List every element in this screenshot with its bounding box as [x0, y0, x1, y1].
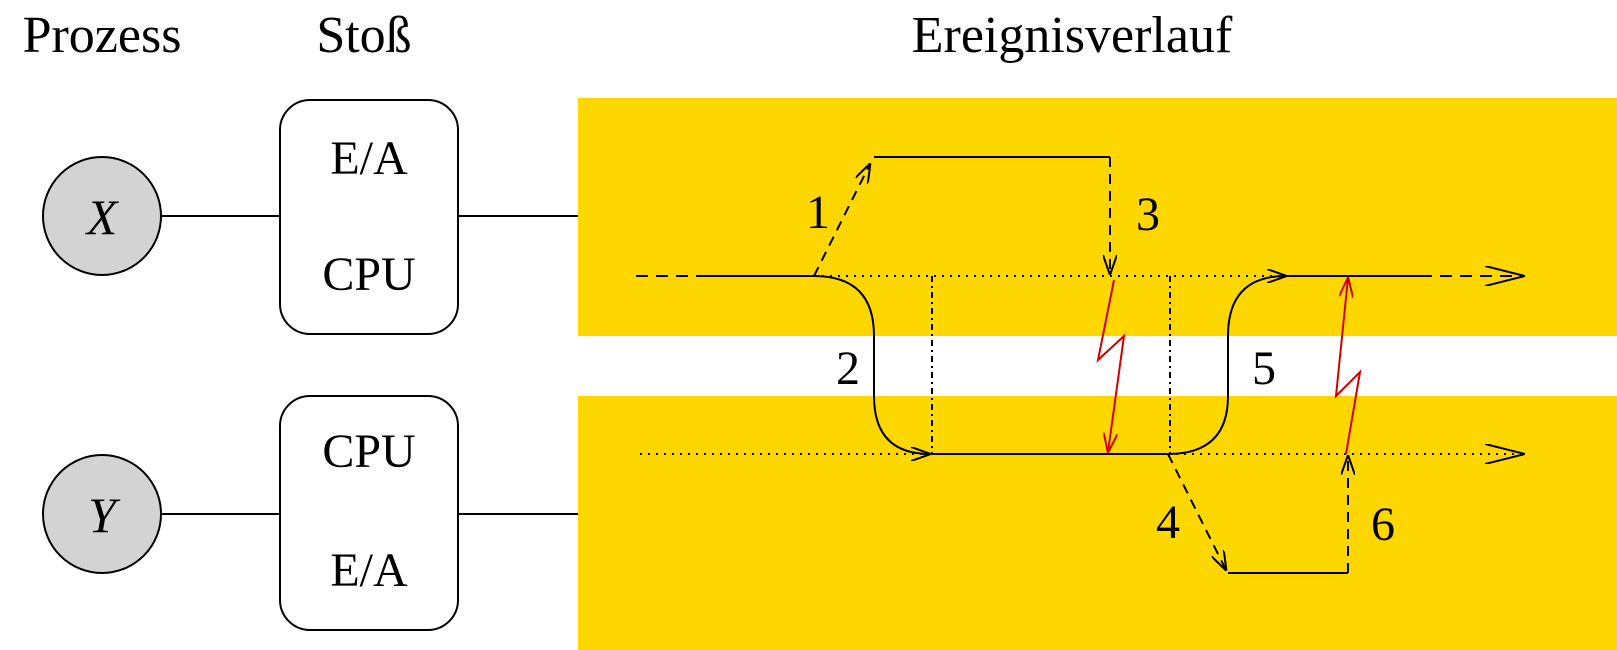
step-2-switch	[813, 275, 930, 454]
step-6-label: 6	[1371, 498, 1395, 551]
burst-y-top: CPU	[322, 425, 415, 478]
process-y-label: Y	[88, 487, 121, 543]
process-x-label: X	[85, 189, 120, 245]
header-burst: Stoß	[316, 7, 411, 64]
interrupt-2-icon	[1334, 278, 1362, 455]
step-4-arrow	[1167, 453, 1226, 570]
step-5-label: 5	[1252, 342, 1276, 395]
interrupt-1-icon	[1096, 279, 1126, 452]
step-4-label: 4	[1156, 496, 1180, 549]
header-timeline: Ereignisverlauf	[912, 7, 1233, 64]
burst-x-top: E/A	[330, 132, 408, 185]
step-3-label: 3	[1136, 188, 1160, 241]
burst-y-bottom: E/A	[330, 544, 408, 597]
timeline-band-y	[578, 396, 1617, 650]
header-process: Prozess	[23, 7, 182, 64]
step-2-label: 2	[836, 342, 860, 395]
step-5-switch	[1167, 276, 1286, 455]
burst-x-bottom: CPU	[322, 248, 415, 301]
step-1-arrow	[813, 164, 870, 277]
step-1-label: 1	[806, 186, 830, 239]
timeline-band-x	[578, 98, 1617, 336]
